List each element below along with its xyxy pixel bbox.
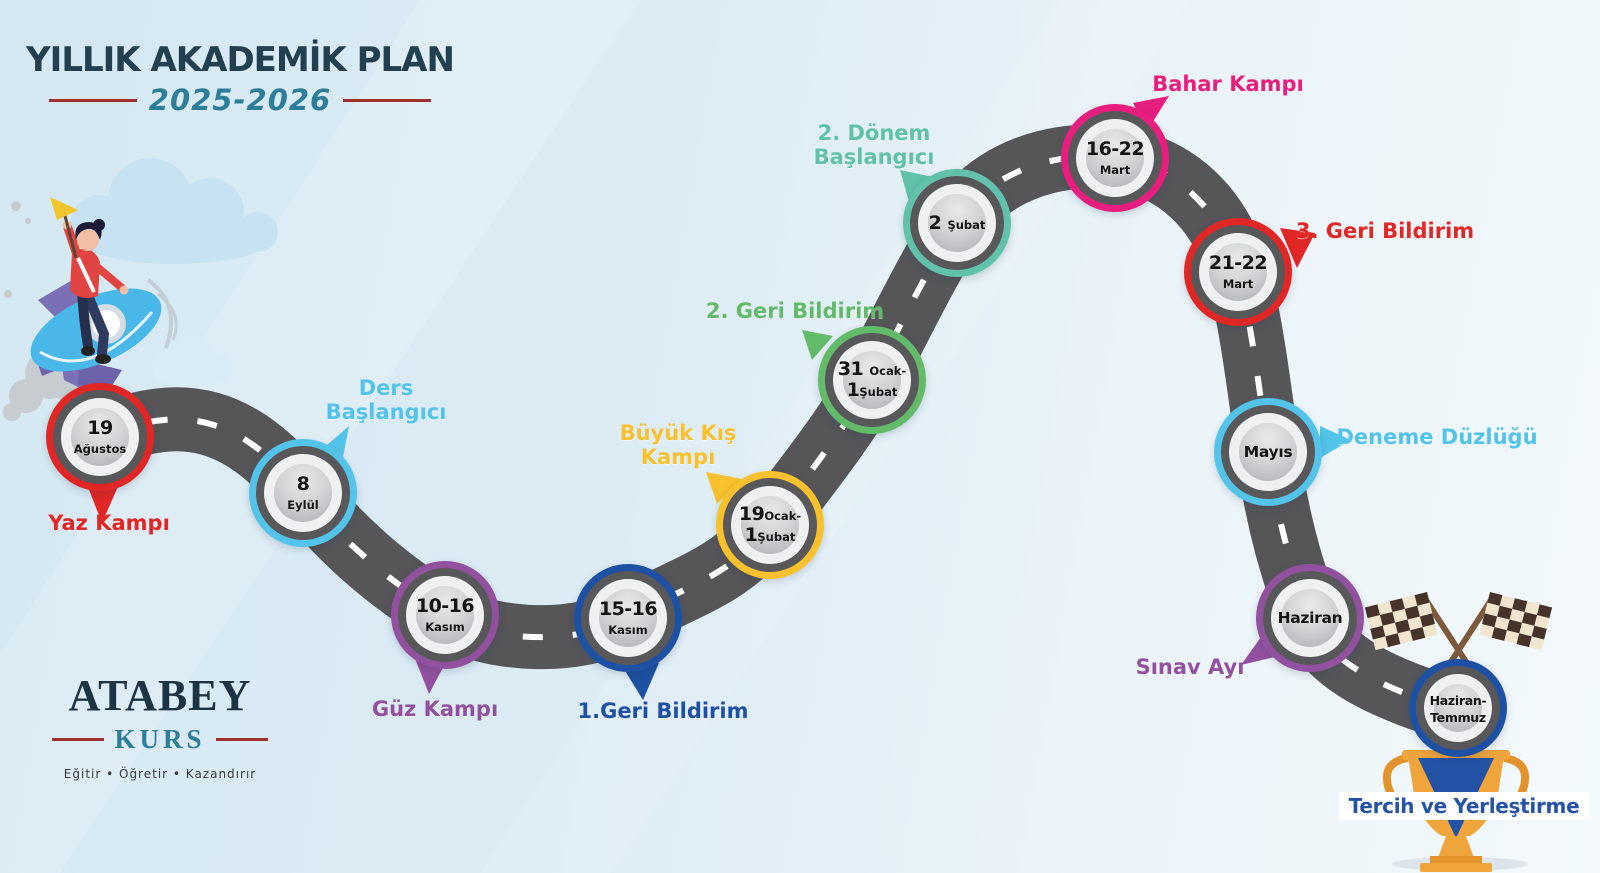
milestone-deneme-duzlugu: Mayıs: [1214, 398, 1322, 506]
milestone-geri-bildirim-2: 31 Ocak-1Şubat: [818, 326, 926, 434]
label-sinav-ayi: Sınav Ayı: [1135, 655, 1245, 680]
milestone-date: Mayıs: [1239, 423, 1297, 481]
label-geri-bildirim-3: 3. Geri Bildirim: [1295, 219, 1475, 244]
finish-banner: Tercih ve Yerleştirme: [1338, 792, 1590, 820]
milestone-date: Haziran: [1278, 589, 1343, 647]
milestone-date: Haziran-Temmuz: [1430, 684, 1487, 732]
yaz-kampi-pointer: [86, 482, 120, 523]
logo-sub: KURS: [114, 724, 206, 754]
academic-years: 2025-2026: [148, 83, 332, 117]
milestone-sinav-ayi: Haziran: [1256, 564, 1364, 672]
checkered-finish-flags-icon: [1364, 592, 1553, 691]
geri-bildirim-1-pointer: [622, 663, 659, 700]
header: YILLIK AKADEMİK PLAN 2025-2026: [20, 40, 460, 117]
cloud-icon: [152, 336, 233, 386]
label-yaz-kampi: Yaz Kampı: [48, 511, 170, 536]
geri-bildirim-2-pointer: [802, 330, 833, 360]
milestone-buyuk-kis-kampi: 19Ocak-1Şubat: [716, 471, 824, 579]
buyuk-kis-kampi-pointer: [706, 472, 742, 504]
milestone-donem-2-baslangici: 2 Şubat: [903, 169, 1011, 277]
logo-tagline: Eğitir • Öğretir • Kazandırır: [63, 767, 257, 781]
label-guz-kampi: Güz Kampı: [371, 697, 499, 722]
milestone-date: 19Ocak-1Şubat: [739, 496, 801, 554]
bahar-kampi-pointer: [1133, 96, 1169, 131]
logo-divider-left: [52, 738, 105, 741]
finish-label: Tercih ve Yerleştirme: [1348, 794, 1580, 818]
label-geri-bildirim-2: 2. Geri Bildirim: [705, 299, 885, 324]
light-streak: [0, 0, 640, 873]
pennant-flag-icon: [50, 197, 78, 220]
label-geri-bildirim-1: 1.Geri Bildirim: [577, 699, 749, 724]
title-divider-left: [48, 98, 137, 102]
logo-name: ATABEY: [68, 671, 252, 720]
logo-divider-right: [215, 738, 268, 741]
title-divider-right: [343, 98, 432, 102]
label-bahar-kampi: Bahar Kampı: [1152, 72, 1304, 97]
logo: ATABEY KURS Eğitir • Öğretir • Kazandırı…: [40, 674, 280, 781]
milestone-tercih-ve-yerlestirme: Haziran-Temmuz: [1409, 659, 1507, 757]
deneme-duzlugu-pointer: [1320, 426, 1351, 458]
milestone-date: 31 Ocak-1Şubat: [838, 351, 906, 409]
milestone-date: 2 Şubat: [928, 194, 986, 252]
page-title: YILLIK AKADEMİK PLAN: [26, 40, 455, 80]
geri-bildirim-3-pointer: [1280, 228, 1315, 268]
label-deneme-duzlugu: Deneme Düzlüğü: [1336, 425, 1538, 450]
